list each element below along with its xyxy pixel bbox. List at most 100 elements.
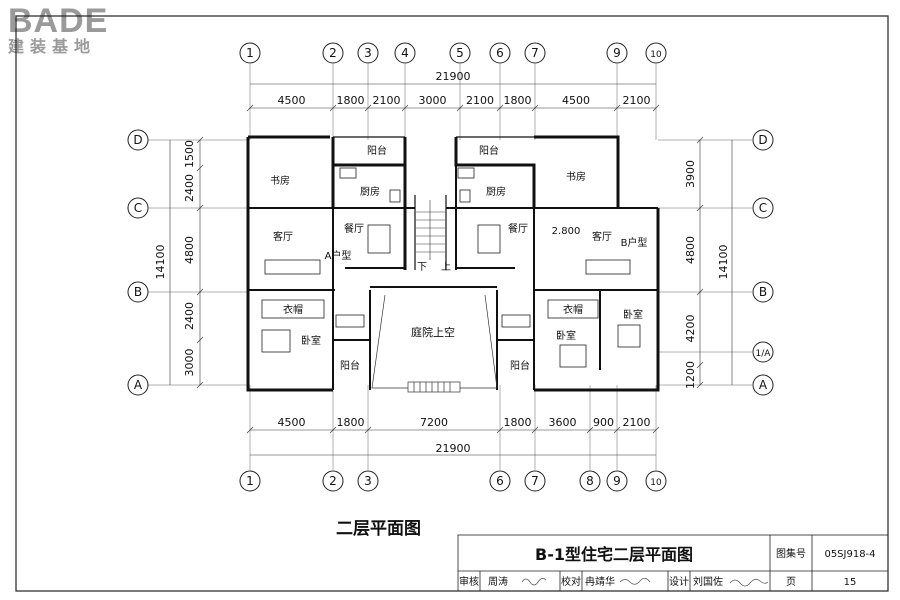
svg-text:10: 10 [650, 50, 662, 60]
bathtub-right [501, 314, 531, 328]
svg-text:1/A: 1/A [756, 349, 772, 359]
courtyard-outline [371, 294, 498, 393]
room-balcony-bottom-right: 阳台 [510, 359, 530, 372]
svg-text:A: A [759, 378, 768, 392]
axis-top-9: 9 [606, 42, 628, 64]
design-label: 设计 [669, 575, 689, 588]
title-block [457, 534, 889, 592]
kitchen-box-left [389, 189, 401, 203]
axis-bottom-3: 3 [357, 470, 379, 492]
bed-right-2 [617, 324, 641, 348]
svg-text:B: B [759, 285, 767, 299]
axis-top-4: 4 [394, 42, 416, 64]
axis-right-1-A: 1/A [752, 341, 774, 363]
kitchen-counter-right [457, 167, 475, 179]
svg-text:8: 8 [586, 474, 594, 488]
atlas-number: 05SJ918-4 [824, 549, 875, 560]
dim-left-4: 3000 [183, 349, 196, 377]
axis-right-B: B [752, 281, 774, 303]
signatures [521, 577, 769, 587]
dim-right-1: 4800 [684, 236, 697, 264]
svg-text:D: D [133, 133, 142, 147]
dim-right-2: 4200 [684, 315, 697, 343]
wardrobe-left [261, 299, 325, 319]
check-name: 冉靖华 [585, 575, 615, 588]
svg-text:D: D [758, 133, 767, 147]
axis-bottom-9: 9 [606, 470, 628, 492]
room-balcony-bottom-left: 阳台 [340, 359, 360, 372]
kitchen-box-right [459, 189, 471, 203]
logo-subtitle: 建装基地 [8, 37, 97, 56]
svg-text:A: A [134, 378, 143, 392]
dim-top-6: 4500 [562, 94, 590, 107]
dim-top-3: 3000 [419, 94, 447, 107]
svg-text:9: 9 [613, 46, 621, 60]
elevation-mark: 2.800 [552, 226, 581, 237]
axis-right-A: A [752, 374, 774, 396]
svg-text:3: 3 [364, 46, 372, 60]
dim-total-bottom: 21900 [436, 442, 471, 455]
dim-left-3: 2400 [183, 302, 196, 330]
tv-cabinet-left [264, 259, 321, 275]
axis-top-10: 10 [645, 42, 667, 64]
axis-top-2: 2 [322, 42, 344, 64]
stair-up: 上 [441, 261, 451, 273]
svg-text:1: 1 [246, 46, 254, 60]
axis-bottom-1: 1 [239, 470, 261, 492]
wardrobe-right [547, 299, 599, 319]
dim-top-1: 1800 [337, 94, 365, 107]
axis-bottom-10: 10 [645, 470, 667, 492]
dim-top-7: 2100 [623, 94, 651, 107]
dim-top-5: 1800 [504, 94, 532, 107]
room-kitchen-left: 厨房 [360, 185, 380, 198]
room-study-right: 书房 [566, 170, 586, 183]
svg-text:2: 2 [329, 46, 337, 60]
svg-text:B: B [134, 285, 142, 299]
dining-table-left [367, 224, 391, 254]
room-unit-a: A户型 [325, 249, 352, 262]
axis-top-1: 1 [239, 42, 261, 64]
axis-bottom-7: 7 [524, 470, 546, 492]
axis-top-6: 6 [489, 42, 511, 64]
drawing-title: 二层平面图 [336, 519, 421, 539]
bed-left [261, 329, 291, 353]
dim-left-2: 4800 [183, 236, 196, 264]
furniture [261, 167, 641, 368]
room-closet-left: 衣帽 [283, 303, 303, 316]
dim-top-4: 2100 [466, 94, 494, 107]
bed-right [559, 344, 587, 368]
dim-right-3: 1200 [684, 361, 697, 389]
svg-text:3: 3 [364, 474, 372, 488]
dim-bottom-6: 2100 [623, 416, 651, 429]
svg-text:1: 1 [246, 474, 254, 488]
dim-left-total: 14100 [154, 245, 167, 280]
room-unit-b: B户型 [621, 236, 648, 249]
axis-bottom-6: 6 [489, 470, 511, 492]
room-dining-left: 餐厅 [344, 222, 364, 235]
room-living-left: 客厅 [273, 230, 293, 243]
title-block-text: B-1型住宅二层平面图 图集号 05SJ918-4 审核 周涛 校对 冉靖华 设… [459, 545, 876, 588]
dim-top-0: 4500 [278, 94, 306, 107]
stair-treads [416, 200, 445, 260]
dim-total-top: 21900 [436, 70, 471, 83]
dim-left-0: 1500 [183, 140, 196, 168]
axis-left-C: C [127, 197, 149, 219]
axis-top-7: 7 [524, 42, 546, 64]
dim-bottom-1: 1800 [337, 416, 365, 429]
sheet-border [15, 15, 889, 592]
page-number: 15 [844, 577, 857, 588]
svg-text:7: 7 [531, 46, 539, 60]
dimension-lines [169, 83, 733, 456]
room-closet-right: 衣帽 [563, 303, 583, 316]
axis-left-A: A [127, 374, 149, 396]
svg-text:9: 9 [613, 474, 621, 488]
svg-text:C: C [134, 201, 142, 215]
svg-text:6: 6 [496, 46, 504, 60]
axis-bottom-2: 2 [322, 470, 344, 492]
room-labels: 书房 阳台 厨房 客厅 餐厅 A户型 衣帽 卧室 阳台 下 上 庭院上空 阳台 … [270, 144, 647, 372]
dim-right-0: 3900 [684, 160, 697, 188]
room-bedroom-right-2: 卧室 [623, 308, 643, 321]
room-study-left: 书房 [270, 174, 290, 187]
